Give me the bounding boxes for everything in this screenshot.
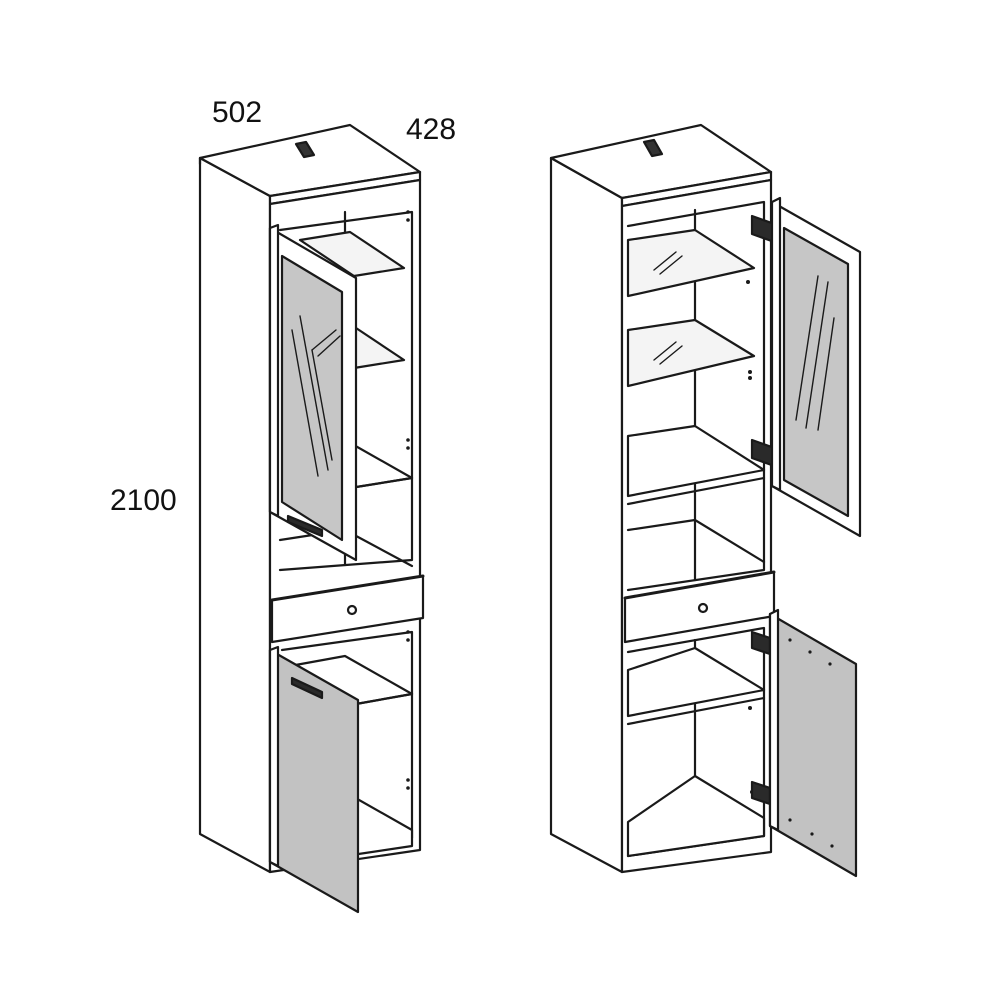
left-drawer-knob-icon <box>346 604 358 616</box>
left-glass-shelf-1 <box>298 230 406 278</box>
left-lower-door-handle-icon <box>290 676 324 700</box>
left-shelf-pins <box>406 210 410 790</box>
right-glass-pane <box>782 226 850 518</box>
right-glass-shelf-1 <box>626 228 756 298</box>
right-glass-shelf-2 <box>626 318 756 388</box>
right-glass-shelf-1-reflection <box>653 251 683 275</box>
left-glass-door-edge <box>268 223 280 518</box>
cabinet-left <box>198 123 425 914</box>
right-mid-shelf <box>626 518 766 564</box>
left-lower-door-edge <box>268 645 280 868</box>
left-glass-door-handle-icon <box>286 514 324 538</box>
left-lower-shelf-edge <box>354 692 414 706</box>
right-glass-reflection <box>795 275 835 431</box>
right-drawer-top <box>623 570 776 600</box>
dimension-depth-label: 428 <box>406 113 457 146</box>
right-lower-door-edge <box>768 608 780 832</box>
left-glass-reflection <box>291 315 341 477</box>
right-lower-door-screws <box>788 638 834 848</box>
dimension-width-label: 502 <box>212 96 263 129</box>
right-side-panel <box>549 156 624 874</box>
right-glass-shelf-2-reflection <box>653 341 683 365</box>
right-wood-shelf <box>626 424 766 498</box>
right-glass-door-edge <box>770 196 782 492</box>
left-wood-shelf-edge <box>348 476 414 490</box>
right-lower-shelf-edge <box>626 696 766 726</box>
left-drawer-top <box>270 574 425 602</box>
right-wood-shelf-edge <box>626 476 766 506</box>
right-lower-shelf <box>626 646 766 718</box>
left-glass-pane <box>280 254 344 542</box>
left-cable-slot <box>294 140 316 159</box>
right-drawer-knob-icon <box>697 602 709 614</box>
left-side-panel <box>198 156 272 874</box>
right-cable-slot <box>642 138 664 158</box>
right-bottom-plinth <box>626 774 766 858</box>
dimension-height-label: 2100 <box>110 484 177 517</box>
cabinet-right <box>549 123 862 878</box>
right-lower-door <box>768 612 858 878</box>
